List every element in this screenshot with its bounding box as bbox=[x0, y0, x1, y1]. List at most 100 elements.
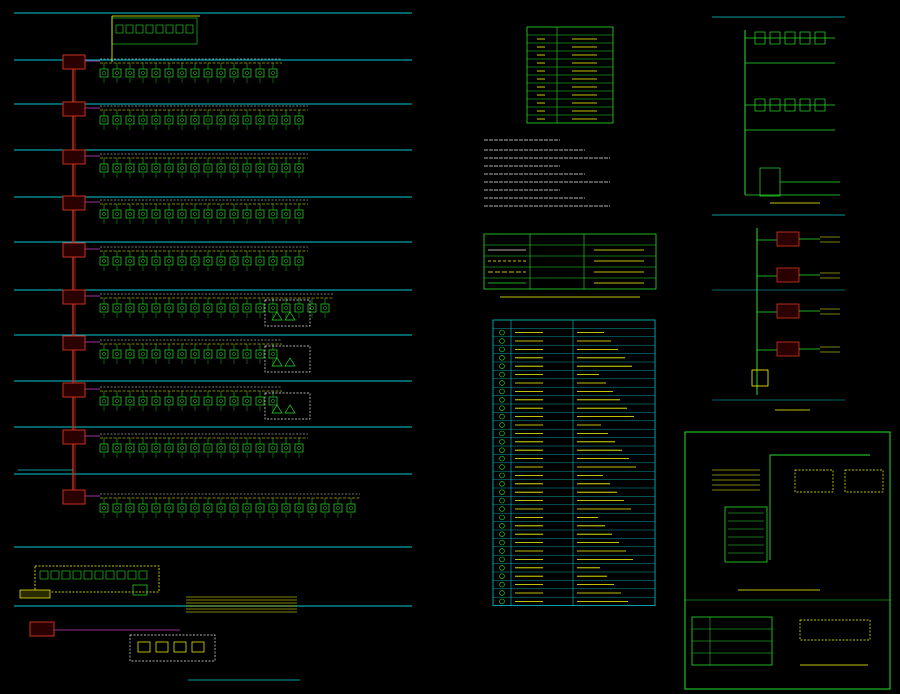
symbol-icon bbox=[499, 565, 505, 571]
device-detector-circle bbox=[258, 166, 262, 170]
device-symbol bbox=[125, 68, 135, 78]
device-detector-circle bbox=[193, 118, 197, 122]
floor-panel-6 bbox=[62, 289, 86, 305]
symbol-icon bbox=[499, 388, 505, 395]
symbol-icon bbox=[499, 514, 505, 521]
cabinet-module bbox=[72, 570, 82, 580]
device-symbol bbox=[164, 443, 174, 453]
device-symbol bbox=[138, 349, 148, 359]
device-detector-circle bbox=[167, 446, 171, 450]
device-symbol bbox=[99, 163, 109, 173]
device-detector-circle bbox=[180, 212, 184, 216]
device-symbol bbox=[151, 503, 161, 513]
device-detector-circle bbox=[232, 212, 236, 216]
device-detector-circle bbox=[271, 306, 275, 310]
detail-frame bbox=[684, 431, 891, 690]
device-detector-circle bbox=[271, 446, 275, 450]
module-box bbox=[776, 267, 800, 283]
device-symbol bbox=[268, 303, 278, 313]
floor-3-group bbox=[62, 149, 308, 178]
device-symbol bbox=[255, 303, 265, 313]
valve-symbol bbox=[814, 98, 826, 112]
device-detector-circle bbox=[128, 352, 132, 356]
device-symbol bbox=[242, 349, 252, 359]
output-group bbox=[129, 634, 216, 662]
valve-symbol bbox=[784, 98, 796, 112]
symbol-icon bbox=[499, 472, 505, 479]
device-symbol bbox=[203, 115, 213, 125]
device-detector-circle bbox=[297, 212, 301, 216]
valve-symbol bbox=[799, 98, 811, 112]
device-symbol bbox=[125, 443, 135, 453]
symbol-icon bbox=[499, 355, 505, 361]
device-detector-circle bbox=[180, 118, 184, 122]
device-detector-circle bbox=[141, 352, 145, 356]
device-detector-circle bbox=[154, 166, 158, 170]
device-detector-circle bbox=[115, 306, 119, 310]
device-symbol bbox=[255, 443, 265, 453]
symbol-icon bbox=[499, 581, 505, 588]
device-detector-circle bbox=[128, 446, 132, 450]
device-symbol bbox=[164, 68, 174, 78]
device-symbol bbox=[125, 396, 135, 406]
device-detector-circle bbox=[349, 506, 353, 510]
device-detector-circle bbox=[141, 71, 145, 75]
device-symbol bbox=[320, 303, 330, 313]
device-detector-circle bbox=[245, 166, 249, 170]
device-detector-circle bbox=[284, 212, 288, 216]
device-detector-circle bbox=[232, 399, 236, 403]
device-symbol bbox=[229, 396, 239, 406]
device-detector-circle bbox=[167, 212, 171, 216]
device-symbol bbox=[190, 503, 200, 513]
device-detector-circle bbox=[180, 446, 184, 450]
valve-symbol bbox=[754, 31, 766, 45]
device-detector-circle bbox=[232, 118, 236, 122]
device-detector-circle bbox=[154, 259, 158, 263]
device-symbol bbox=[125, 349, 135, 359]
device-detector-circle bbox=[141, 506, 145, 510]
device-symbol bbox=[112, 503, 122, 513]
device-detector-circle bbox=[271, 212, 275, 216]
device-symbol bbox=[177, 443, 187, 453]
device-detector-circle bbox=[258, 71, 262, 75]
device-detector-circle bbox=[219, 259, 223, 263]
device-detector-circle bbox=[206, 118, 210, 122]
device-detector-circle bbox=[180, 306, 184, 310]
device-symbol bbox=[177, 68, 187, 78]
device-detector-circle bbox=[297, 506, 301, 510]
device-symbol bbox=[99, 256, 109, 266]
device-detector-circle bbox=[219, 71, 223, 75]
device-symbol bbox=[268, 503, 278, 513]
device-symbol bbox=[125, 163, 135, 173]
floor-5-group bbox=[62, 242, 308, 271]
control-cabinet bbox=[34, 565, 160, 593]
device-detector-circle bbox=[167, 71, 171, 75]
module-box bbox=[776, 231, 800, 247]
device-symbol bbox=[135, 24, 144, 34]
device-symbol bbox=[99, 443, 109, 453]
sub-panel-box bbox=[264, 299, 311, 327]
device-detector-circle bbox=[141, 446, 145, 450]
label-block bbox=[19, 589, 51, 599]
cabinet-module bbox=[127, 570, 137, 580]
device-symbol bbox=[307, 303, 317, 313]
device-detector-circle bbox=[141, 399, 145, 403]
symbol-icon bbox=[499, 573, 505, 579]
device-symbol bbox=[151, 209, 161, 219]
floor-panel-3 bbox=[62, 149, 86, 165]
detail-device bbox=[794, 469, 834, 493]
device-symbol bbox=[164, 209, 174, 219]
symbol-icon bbox=[499, 380, 505, 386]
device-symbol bbox=[190, 115, 200, 125]
device-symbol bbox=[190, 303, 200, 313]
fire-control-panel bbox=[29, 621, 55, 637]
device-detector-circle bbox=[167, 259, 171, 263]
device-detector-circle bbox=[193, 506, 197, 510]
device-detector-circle bbox=[102, 71, 106, 75]
symbol-icon bbox=[499, 548, 505, 554]
valve-symbol bbox=[799, 31, 811, 45]
device-detector-circle bbox=[258, 446, 262, 450]
device-symbol bbox=[151, 68, 161, 78]
cabinet-module bbox=[138, 570, 148, 580]
output-device bbox=[173, 641, 187, 653]
